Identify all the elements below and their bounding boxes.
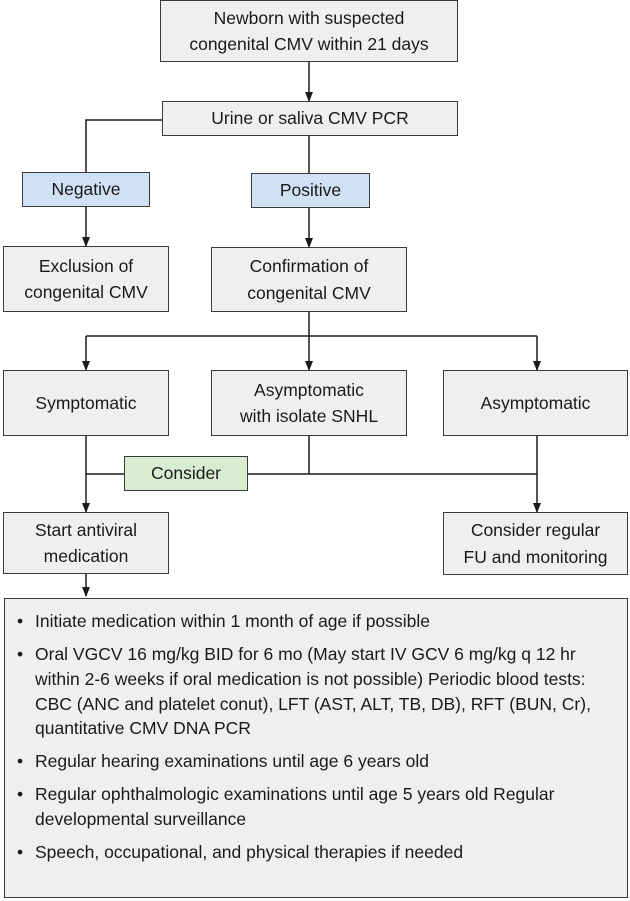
node-negative: Negative [22,172,150,207]
list-item: Initiate medication within 1 month of ag… [17,609,615,634]
node-asymptomatic: Asymptomatic [443,370,628,436]
list-item: Speech, occupational, and physical thera… [17,840,615,865]
node-symptomatic: Symptomatic [3,370,169,436]
line-asym-snhl-to-consider [248,436,310,475]
node-confirmation: Confirmation of congenital CMV [211,247,407,312]
list-item: Regular hearing examinations until age 6… [17,749,615,774]
node-start-antiviral: Start antiviral medication [3,512,169,574]
line-pcr-to-negative [85,119,162,172]
treatment-details-box: Initiate medication within 1 month of ag… [4,598,628,898]
list-item: Regular ophthalmologic examinations unti… [17,782,615,832]
node-pcr: Urine or saliva CMV PCR [162,101,458,136]
node-asym-snhl: Asymptomatic with isolate SNHL [211,370,407,436]
node-newborn: Newborn with suspected congenital CMV wi… [160,0,458,62]
node-consider: Consider [124,456,248,491]
treatment-details-list: Initiate medication within 1 month of ag… [17,609,615,865]
node-positive: Positive [251,173,370,208]
node-exclusion: Exclusion of congenital CMV [3,246,169,312]
node-consider-fu: Consider regular FU and monitoring [443,512,628,575]
list-item: Oral VGCV 16 mg/kg BID for 6 mo (May sta… [17,642,615,741]
